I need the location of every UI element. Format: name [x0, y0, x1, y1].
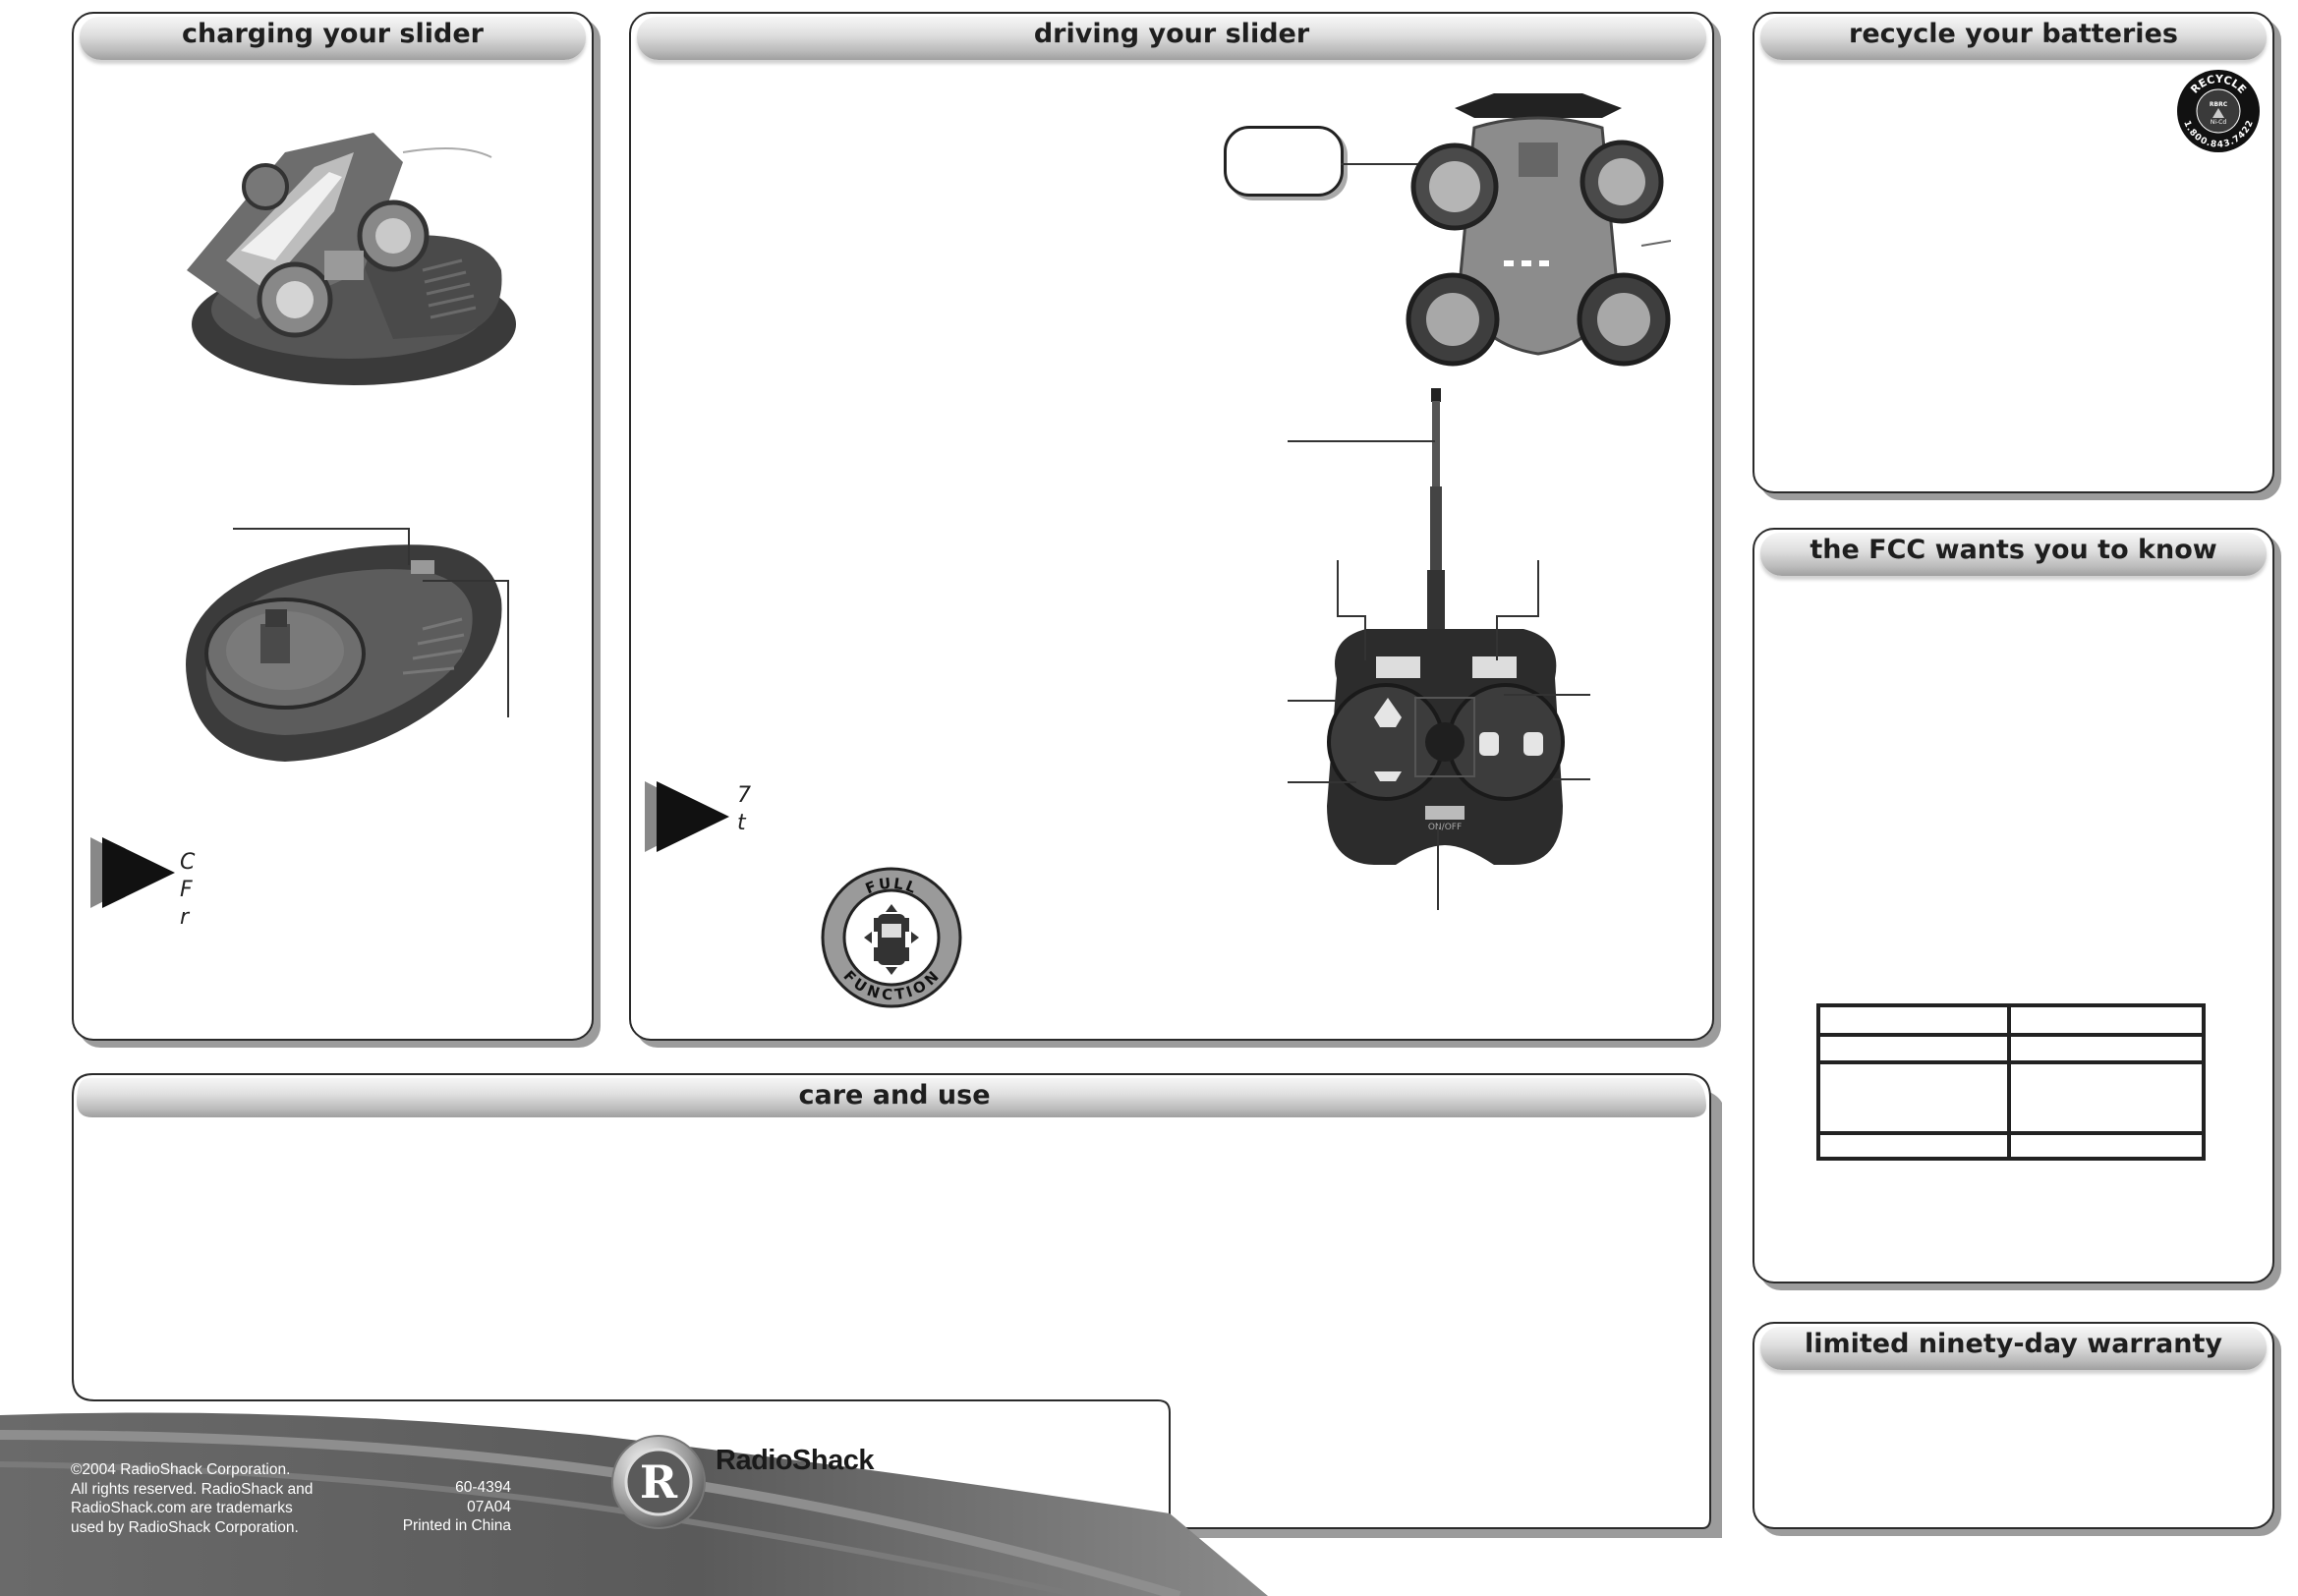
car-callout-bubble — [1224, 126, 1344, 197]
table-row — [1816, 1060, 2206, 1135]
radioshack-brand-wordmark: RadioShack — [716, 1445, 875, 1476]
rbrc-recycle-seal: RECYCLE RBRC Ni-Cd 1.800.843.7422 — [2177, 70, 2260, 152]
table-row — [1816, 1033, 2206, 1064]
right-lever-callout-h — [1496, 615, 1539, 617]
left-lever-callout-d — [1364, 615, 1366, 660]
power-switch-callout — [1437, 826, 1439, 910]
left-lever-callout-h — [1337, 615, 1366, 617]
remote-switch-label: ON/OFF — [1428, 823, 1462, 832]
charger-with-car-image — [187, 133, 516, 385]
remote-control-image: ON/OFF — [1327, 388, 1565, 865]
charger-callout-line-1-drop — [408, 528, 410, 565]
antenna-callout-line — [1288, 440, 1435, 442]
driving-note-fragment: 7 t — [737, 783, 751, 835]
seal-rbrc-text: RBRC — [2210, 101, 2228, 108]
charging-panel-title: charging your slider — [80, 17, 586, 60]
recycle-panel-title: recycle your batteries — [1760, 17, 2267, 60]
charger-base-image — [186, 544, 502, 762]
driving-note-arrow-icon — [645, 781, 729, 852]
charger-callout-line-2-drop — [507, 580, 509, 717]
charging-note-arrow-icon — [90, 837, 175, 908]
right-lever-callout-d — [1496, 615, 1498, 660]
right-button-callout-1 — [1504, 694, 1590, 696]
driving-panel-title: driving your slider — [637, 17, 1706, 60]
seal-chem-text: Ni-Cd — [2211, 119, 2227, 126]
radioshack-logo-icon: R — [611, 1435, 706, 1529]
full-function-badge: FULL FUNCTION — [821, 867, 962, 1008]
footer-copyright: ©2004 RadioShack Corporation. All rights… — [71, 1461, 314, 1536]
warranty-panel: limited ninety-day warranty — [1752, 1322, 2274, 1529]
table-row — [1816, 1003, 2206, 1037]
right-button-callout-2 — [1553, 778, 1590, 780]
left-up-button-callout — [1288, 700, 1337, 702]
left-down-button-callout — [1288, 781, 1356, 783]
left-lever-callout-v — [1337, 560, 1339, 617]
fcc-frequency-table — [1816, 1003, 2206, 1161]
logo-letter: R — [640, 1455, 678, 1509]
fcc-panel-title: the FCC wants you to know — [1760, 533, 2267, 576]
care-panel-title: care and use — [798, 1080, 991, 1111]
table-row — [1816, 1131, 2206, 1161]
charger-callout-line-2 — [423, 580, 509, 582]
fcc-panel: the FCC wants you to know — [1752, 528, 2274, 1283]
charger-callout-line-1 — [233, 528, 410, 530]
car-underside-image — [1406, 93, 1671, 367]
charging-note-fragment: C F r — [180, 850, 196, 930]
right-lever-callout-v — [1537, 560, 1539, 617]
footer-catalog: 60-4394 07A04 Printed in China — [402, 1479, 511, 1534]
care-panel — [72, 1073, 1722, 1538]
warranty-panel-title: limited ninety-day warranty — [1760, 1327, 2267, 1370]
